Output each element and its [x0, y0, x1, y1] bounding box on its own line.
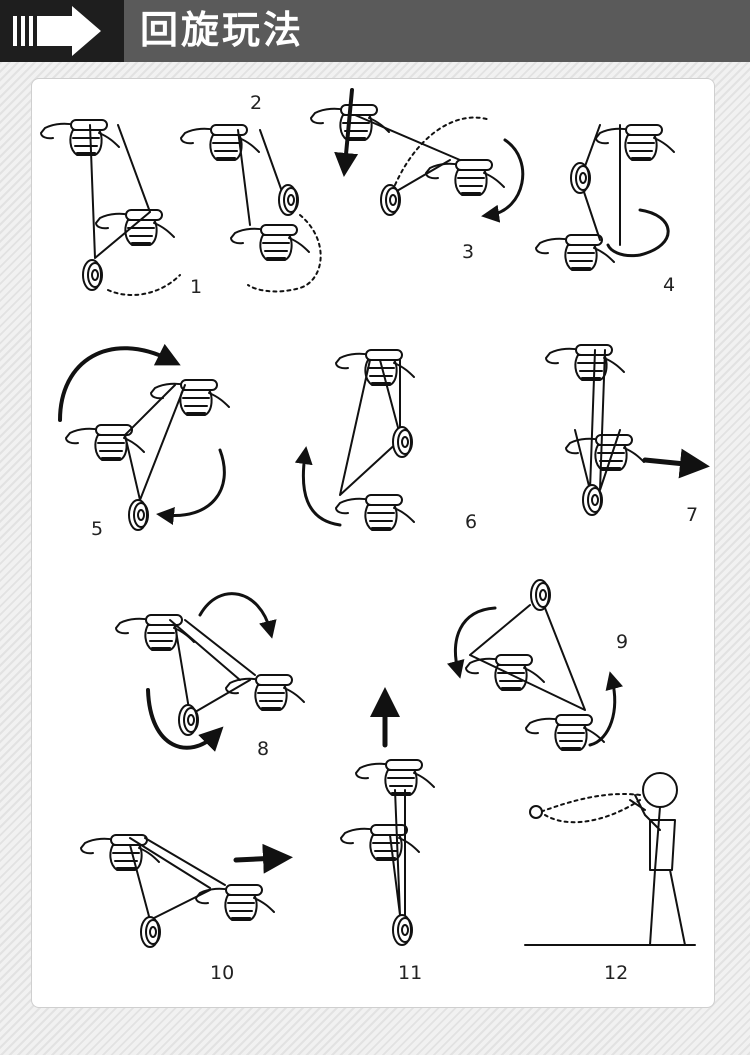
step-label-4: 4	[663, 274, 676, 296]
step-5-drawing	[58, 343, 230, 531]
step-label-7: 7	[686, 504, 699, 526]
header-bar: 回旋玩法	[0, 0, 750, 62]
instruction-panel	[31, 78, 715, 1008]
step-6-drawing	[294, 349, 415, 531]
step-4-drawing	[535, 124, 675, 271]
step-label-9: 9	[616, 631, 629, 653]
step-3-drawing	[310, 88, 525, 223]
arrow-right-icon	[13, 6, 101, 56]
step-label-5: 5	[91, 518, 104, 540]
step-10-drawing	[80, 834, 293, 948]
step-label-8: 8	[257, 738, 270, 760]
header-badge	[0, 0, 124, 62]
step-label-10: 10	[210, 962, 235, 984]
step-1-drawing	[40, 119, 181, 296]
step-7-drawing	[545, 344, 710, 516]
page-title: 回旋玩法	[140, 10, 305, 52]
step-9-drawing	[446, 579, 624, 751]
step-label-2: 2	[250, 92, 263, 114]
step-11-drawing	[340, 687, 435, 946]
step-2-drawing	[180, 124, 322, 293]
step-12-drawing	[524, 772, 696, 946]
step-label-11: 11	[398, 962, 423, 984]
step-label-3: 3	[462, 241, 475, 263]
step-label-1: 1	[190, 276, 203, 298]
step-label-6: 6	[465, 511, 478, 533]
step-8-drawing	[115, 592, 305, 752]
step-label-12: 12	[604, 962, 629, 984]
